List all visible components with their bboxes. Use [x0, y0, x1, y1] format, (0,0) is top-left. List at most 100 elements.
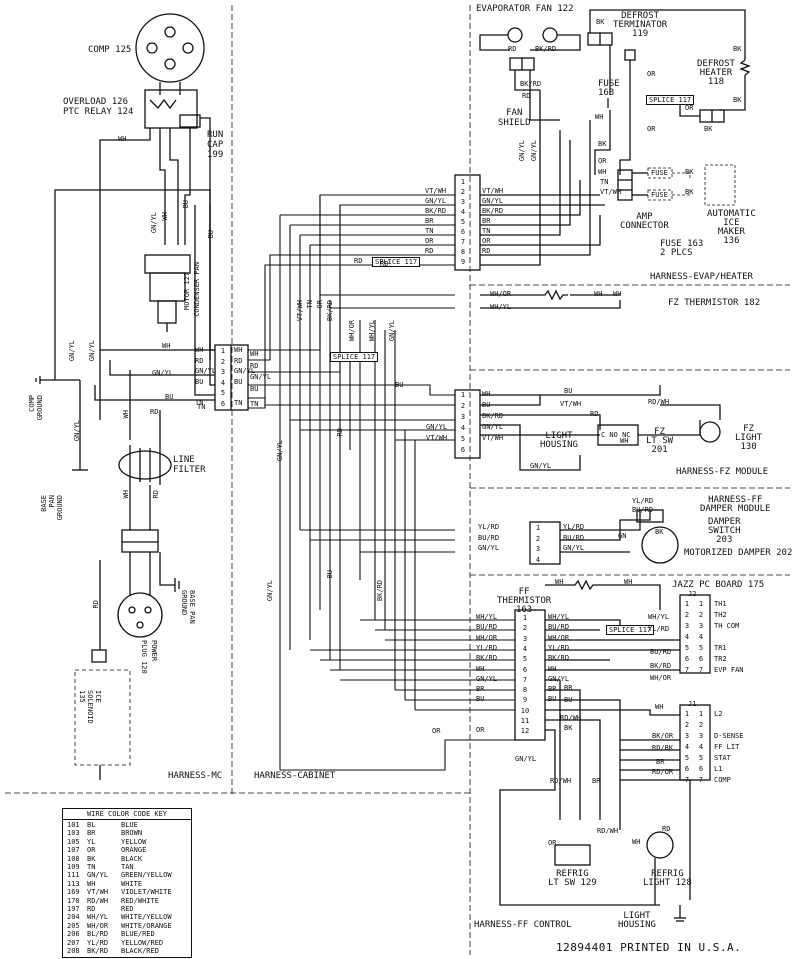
ff-conn-left-wire: OR [476, 726, 485, 735]
wire-bu-8: BU [564, 696, 573, 704]
ice-maker-label: AUTOMATIC ICE MAKER 136 [707, 210, 756, 246]
wire-key-abbr: RD [87, 905, 96, 913]
wire-wh-9: WH [595, 113, 604, 121]
j1-pin-label: L1 [714, 765, 723, 773]
fz-conn-right-wire: BK/RD [482, 412, 504, 420]
defrost-heater-label: DEFROST HEATER 118 [697, 60, 735, 87]
j1-pin-num: 1 [684, 710, 690, 718]
ff-conn-left-wire: BK/RD [476, 654, 498, 663]
amp-connector-line2: CONNECTOR [620, 221, 669, 231]
fz-light-line2: LIGHT [735, 433, 763, 443]
fz-conn-pin: 6 [460, 446, 466, 454]
fz-light-line1: FZ [743, 424, 754, 434]
fuse-2plcs-line1: FUSE 163 [660, 239, 704, 249]
top-conn-left-wire: TN [425, 227, 434, 235]
defrost-terminator-label: DEFROST TERMINATOR 119 [613, 12, 667, 39]
wire-whyl-1: WH/YL [490, 303, 512, 311]
wire-key-abbr: BL/RD [87, 930, 109, 939]
ff-conn-pin: 5 [522, 655, 528, 664]
top-conn-right-wire: OR [482, 237, 491, 245]
wire-or-2: OR [432, 727, 441, 735]
condenser-fan-label2: MOTOR 127 [183, 272, 191, 310]
harness-ff-damper-line2: DAMPER MODULE [700, 504, 771, 514]
light-housing2-line2: HOUSING [618, 920, 656, 930]
top-conn-pin: 1 [460, 178, 466, 186]
ice-maker-line4: 136 [723, 236, 740, 246]
ff-thermistor-label: FF THERMISTOR 163 [497, 588, 551, 615]
wire-tn-2: TN [250, 400, 259, 408]
top-conn-right-wire: BR [482, 217, 491, 225]
wire-bu-3: BU [165, 393, 174, 401]
j2-pin-label: TR2 [714, 655, 727, 663]
base-pan-ground-label: BASE PAN [188, 590, 196, 624]
wire-ylrd-1: YL/RD [632, 497, 654, 505]
j1-pin-label: FF LIT [714, 743, 740, 751]
j1-pin-label: STAT [714, 754, 731, 762]
line-filter-line2: FILTER [173, 465, 206, 475]
wire-wh-2: WH [161, 212, 169, 221]
ff-conn-right-wire: BU/RD [548, 623, 570, 632]
wire-key-code: 103 [67, 829, 80, 838]
refrig-lt-sw-line1: REFRIG [556, 869, 589, 879]
j1-pin-num2: 5 [698, 754, 704, 762]
j2-pin-num2: 5 [698, 644, 704, 652]
wire-bkrd-4: BK/RD [535, 45, 557, 53]
j1-pin-num: 6 [684, 765, 690, 773]
wire-key-code: 111 [67, 871, 80, 880]
wire-rdwh-1: RD/WH [648, 398, 670, 406]
ff-conn-pin: 2 [522, 624, 528, 633]
top-conn-right-wire: BK/RD [482, 207, 504, 215]
fz-conn-right-wire: GN/YL [482, 423, 504, 431]
wire-rd-9: RD [508, 45, 517, 53]
top-conn-right-wire: RD [482, 247, 491, 255]
wire-key-name: WHITE [121, 879, 143, 888]
wire-rdwh-2: RD/WH [560, 714, 582, 722]
wire-key-code: 197 [67, 905, 80, 913]
wire-burd-2: BU/RD [650, 648, 672, 656]
wire-key-abbr: GN/YL [87, 871, 109, 880]
mc-conn-left-wire: TN [195, 398, 204, 407]
wire-vtwh-3: VT/WH [560, 400, 582, 408]
splice-box-mc: SPLICE 117 [330, 352, 379, 362]
wire-or-1: OR [316, 300, 324, 309]
wire-gnyl-5: GN/YL [152, 369, 174, 377]
mc-conn-right-wire: GN/YL [234, 367, 256, 375]
top-conn-pin: 9 [460, 258, 466, 266]
defrost-heater-line3: 118 [707, 77, 725, 87]
wire-br-2: BR [564, 684, 573, 692]
wire-key-name: ORANGE [121, 846, 147, 855]
wire-wh-13: WH [624, 578, 633, 586]
ff-conn-right-wire: BR [548, 685, 557, 694]
fz-lt-sw-line2: LT SW [646, 436, 674, 446]
wire-key-abbr: BK [87, 854, 96, 863]
fz-conn-pin: 5 [460, 435, 466, 443]
ff-conn-right-wire: BU [548, 695, 557, 704]
wire-wh-8: WH [613, 290, 622, 298]
ice-solenoid-label: ICE [94, 690, 102, 703]
j2-pin-num2: 6 [698, 655, 704, 663]
j1-pin-num2: 1 [698, 710, 704, 718]
wire-key-code: 204 [67, 913, 80, 922]
light-housing-label: LIGHT HOUSING [540, 432, 578, 450]
ff-conn-left-wire: WH/YL [476, 613, 498, 621]
wire-key-abbr: VT/WH [87, 888, 109, 897]
wire-wh-4: WH [122, 410, 130, 419]
wire-gn-1: GN [618, 532, 627, 540]
j1-pin-num2: 6 [698, 765, 704, 773]
ff-conn-left-wire: BU [476, 695, 485, 704]
fz-conn-left-wire: GN/YL [426, 423, 448, 431]
cnonc-label: C NO NC [601, 431, 631, 439]
damper-conn-pin: 4 [535, 555, 541, 564]
wire-rd-4: RD [250, 362, 259, 370]
ptc-relay-label: PTC RELAY 124 [63, 107, 134, 117]
j1-pin-label: COMP [714, 776, 731, 784]
top-conn-left-wire: BR [425, 217, 434, 225]
damper-conn-left-wire: GN/YL [478, 544, 500, 552]
wire-gnyl-2: GN/YL [68, 340, 76, 362]
condenser-fan-label: CONDENSER FAN [193, 262, 201, 317]
top-conn-left-wire: BK/RD [425, 207, 447, 215]
light-housing2-line1: LIGHT [623, 911, 651, 921]
j1-pin-num: 2 [684, 721, 690, 729]
ff-conn-left-wire: WH/OR [476, 633, 498, 642]
wire-or-6: OR [598, 157, 607, 165]
